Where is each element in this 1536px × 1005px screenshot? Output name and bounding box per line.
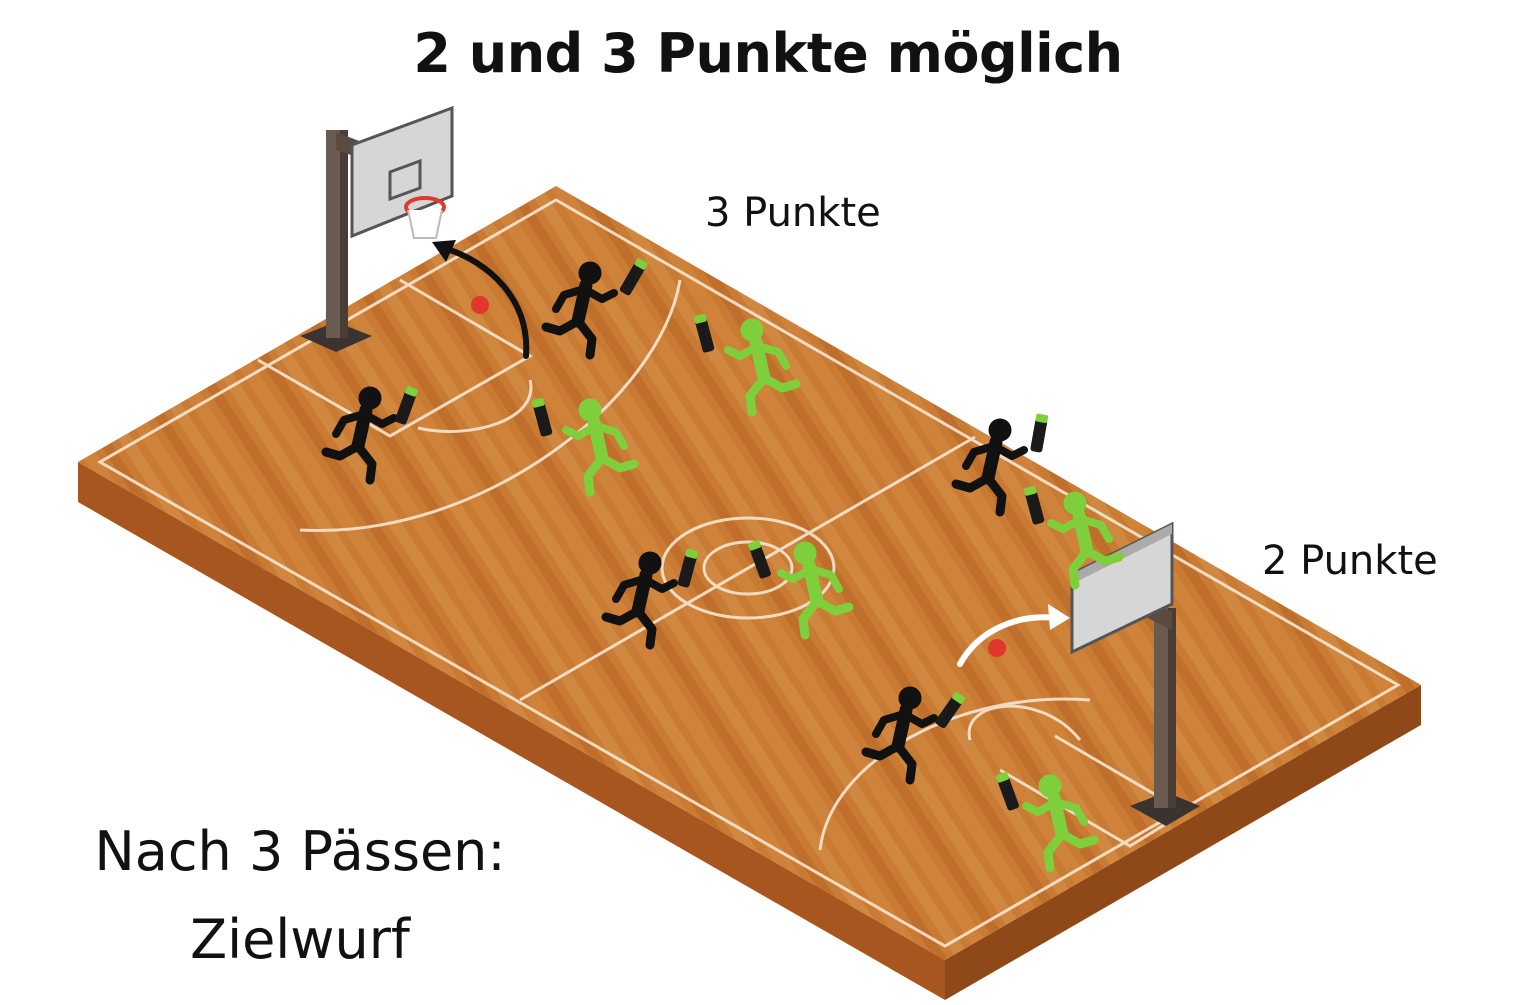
rule-note-line-2: Zielwurf xyxy=(190,908,410,971)
ball-icon xyxy=(471,296,489,314)
arrow-icon xyxy=(957,614,1059,667)
court-side-left xyxy=(78,462,945,1000)
three-points-label: 3 Punkte xyxy=(705,190,881,236)
arrow-head xyxy=(1048,604,1070,630)
court-lines xyxy=(96,198,1402,948)
ball-icon xyxy=(988,639,1006,657)
page-title: 2 und 3 Punkte möglich xyxy=(413,22,1123,85)
two-points-label: 2 Punkte xyxy=(1262,538,1438,584)
basketball-hoop-icon xyxy=(300,105,454,352)
basketball-hoop-icon xyxy=(1070,521,1200,826)
rule-note-line-1: Nach 3 Pässen: xyxy=(94,820,506,883)
court-side-right xyxy=(945,685,1421,1000)
arrow-icon xyxy=(441,245,530,359)
arrow-head xyxy=(432,240,456,262)
baton-icon xyxy=(1030,413,1049,453)
rule-note: Nach 3 Pässen: Zielwurf xyxy=(60,808,540,984)
court-floor xyxy=(78,186,1421,960)
